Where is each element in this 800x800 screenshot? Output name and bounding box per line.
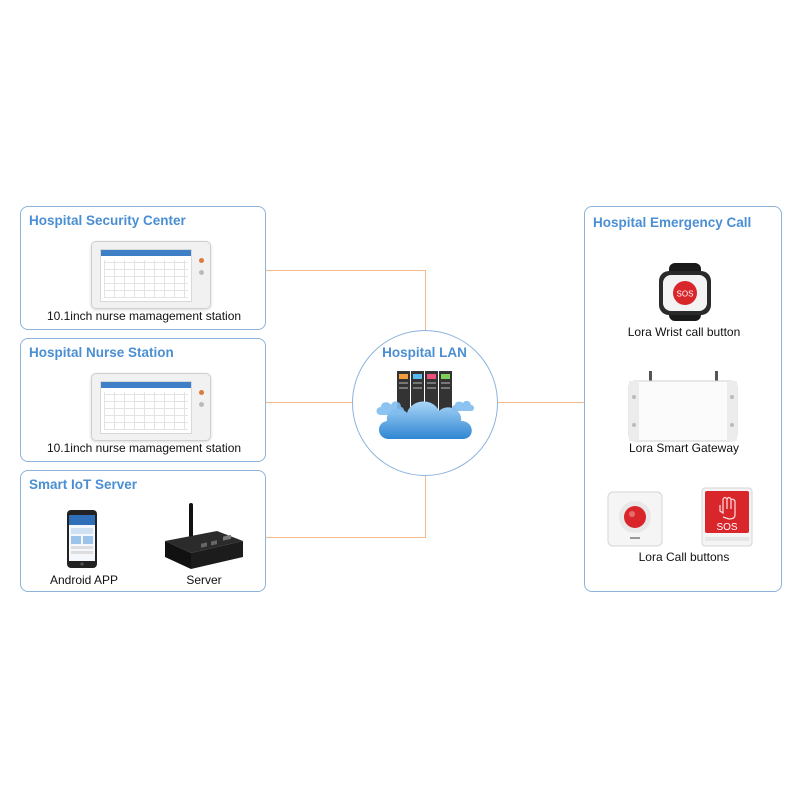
nurse-station-tablet-image [91,373,211,441]
android-app-caption: Android APP [49,573,119,587]
nurse-station-caption: 10.1inch nurse mamagement station [46,441,242,455]
server-caption: Server [186,573,222,587]
nurse-station-tablet-image [91,241,211,309]
hospital-lan-circle: Hospital LAN [352,330,498,476]
call-buttons-caption: Lora Call buttons [638,550,730,564]
nurse-station-panel: Hospital Nurse Station 10.1inch nurse ma… [20,338,266,462]
round-call-button-image [607,491,663,547]
iot-server-panel: Smart IoT Server Android APP Server [20,470,266,592]
nurse-station-title: Hospital Nurse Station [29,345,174,360]
iot-server-title: Smart IoT Server [29,477,138,492]
wrist-call-button-caption: Lora Wrist call button [627,325,741,339]
wrist-call-button-image: SOS [659,263,711,321]
cloud-servers-icon [376,371,474,439]
smart-gateway-caption: Lora Smart Gateway [628,441,740,455]
server-image [165,503,243,569]
emergency-call-panel: Hospital Emergency Call SOS Lora Wrist c… [584,206,782,592]
connector-server [242,537,426,539]
connector-security [198,270,426,272]
connector-emergency [497,402,627,404]
pull-sos-text: SOS [716,522,737,533]
wrist-sos-text: SOS [677,290,694,299]
security-center-panel: Hospital Security Center 10.1inch nurse … [20,206,266,330]
connector-lan-vertical-top [425,270,427,332]
emergency-call-title: Hospital Emergency Call [593,215,752,230]
android-phone-image [67,510,97,568]
connector-lan-vertical-bottom [425,474,427,538]
sos-pull-button-image: SOS [701,487,753,547]
security-center-caption: 10.1inch nurse mamagement station [46,309,242,323]
connector-nurse [198,402,354,404]
security-center-title: Hospital Security Center [29,213,186,228]
hospital-lan-title: Hospital LAN [382,345,467,360]
smart-gateway-image [628,371,738,442]
